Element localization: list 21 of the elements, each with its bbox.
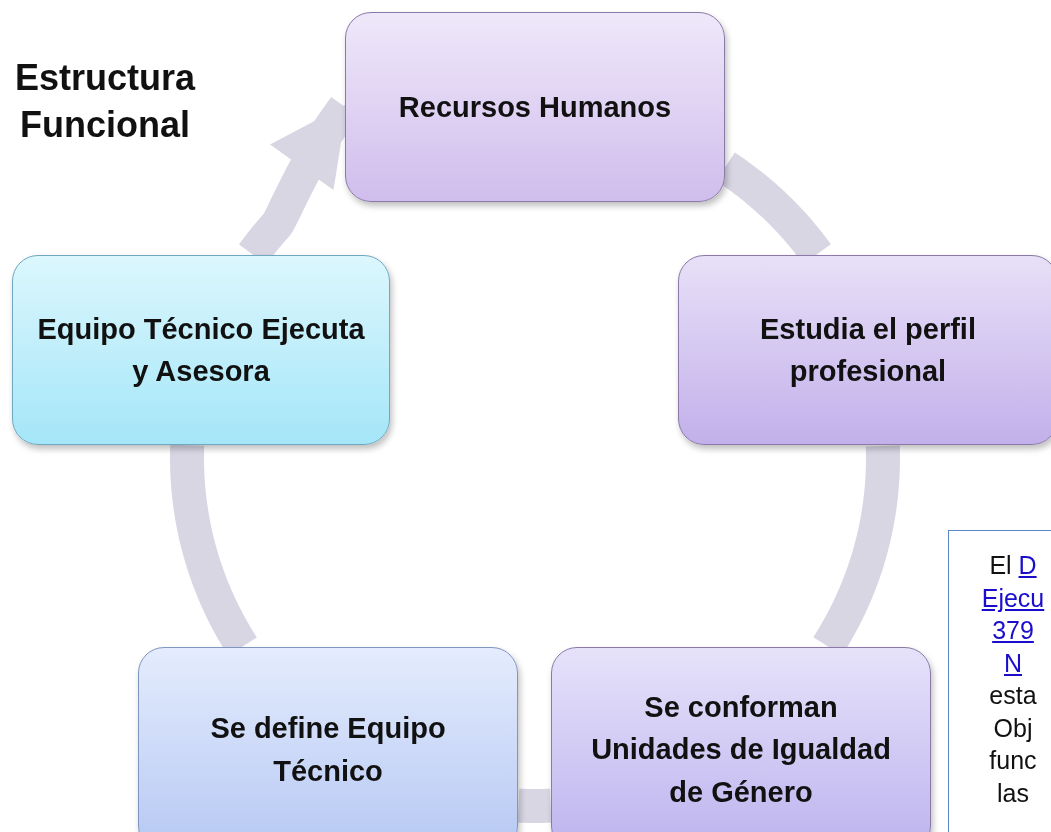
note-text: El <box>989 551 1012 579</box>
note-text: func <box>989 746 1037 774</box>
link: 379 <box>992 616 1034 644</box>
note-text: esta <box>989 681 1037 709</box>
link: D <box>1018 551 1037 579</box>
box-label: Recursos Humanos <box>398 89 672 125</box>
process-box <box>12 255 390 445</box>
box-label: Se define Equipo Técnico <box>209 711 447 789</box>
box-label: Equipo Técnico Ejecuta y Asesora <box>37 311 365 389</box>
note-box <box>948 530 1051 832</box>
process-box <box>345 12 725 202</box>
note-text: Obj <box>993 713 1033 742</box>
link: N <box>1003 648 1023 677</box>
process-box <box>551 647 931 832</box>
note-text: las <box>997 778 1029 807</box>
box-label: Se conforman Unidades de Igualdad de Género <box>591 690 891 810</box>
box-label: Estudia el perfil profesional <box>759 311 977 389</box>
process-box <box>678 255 1051 445</box>
process-box <box>138 647 518 832</box>
diagram-title: Estructura Funcional <box>13 56 197 147</box>
link: Ejecu <box>981 583 1045 612</box>
